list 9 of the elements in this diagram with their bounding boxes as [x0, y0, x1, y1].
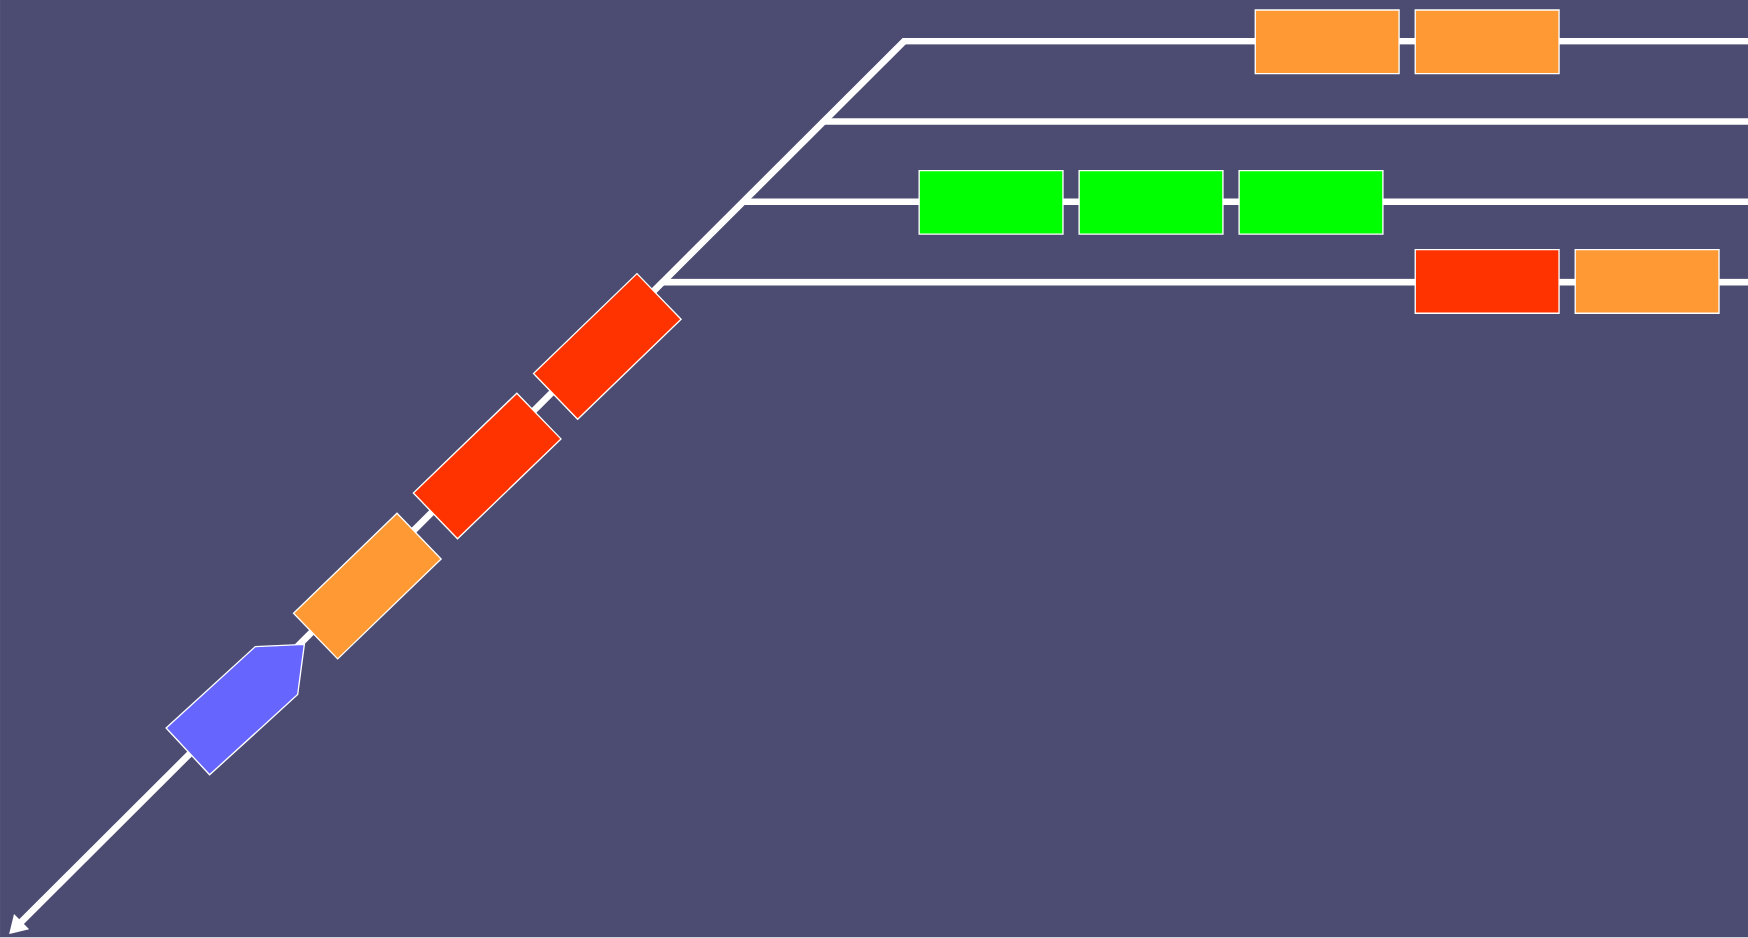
rail-car	[1238, 170, 1384, 235]
rail-car	[918, 170, 1064, 235]
rail-car	[1574, 249, 1720, 315]
rail-car	[1414, 9, 1560, 75]
rail-car	[1254, 9, 1400, 75]
rail-car	[1414, 249, 1560, 315]
rail-car	[1078, 170, 1224, 235]
locomotive	[165, 643, 306, 776]
rail-car	[412, 392, 562, 540]
